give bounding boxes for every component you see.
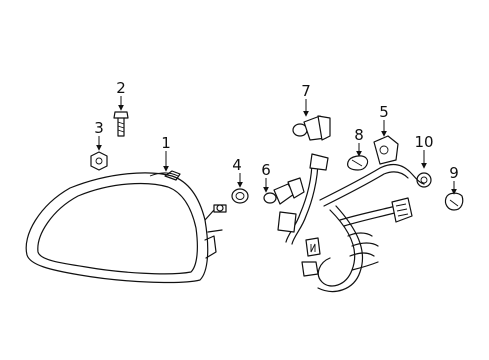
small-bulb	[347, 155, 369, 171]
callout-3: 3	[94, 119, 104, 137]
callout-6: 6	[261, 161, 271, 179]
nut	[90, 151, 108, 171]
callout-9: 9	[449, 164, 459, 182]
headlamp-bulb	[263, 177, 305, 205]
socket	[416, 172, 432, 188]
headlamp-assembly	[25, 170, 227, 284]
callout-4: 4	[232, 156, 242, 174]
callout-8: 8	[354, 126, 364, 144]
callout-7: 7	[301, 82, 311, 100]
callout-1: 1	[161, 134, 171, 152]
grommet	[231, 188, 249, 204]
callout-5: 5	[379, 103, 389, 121]
marker-bulb	[444, 192, 464, 211]
connector	[373, 135, 399, 165]
wiring-harness	[277, 153, 425, 293]
callout-10: 10	[414, 133, 433, 151]
bulb-socket	[292, 115, 331, 141]
callout-2: 2	[116, 79, 126, 97]
bolt	[113, 111, 129, 137]
